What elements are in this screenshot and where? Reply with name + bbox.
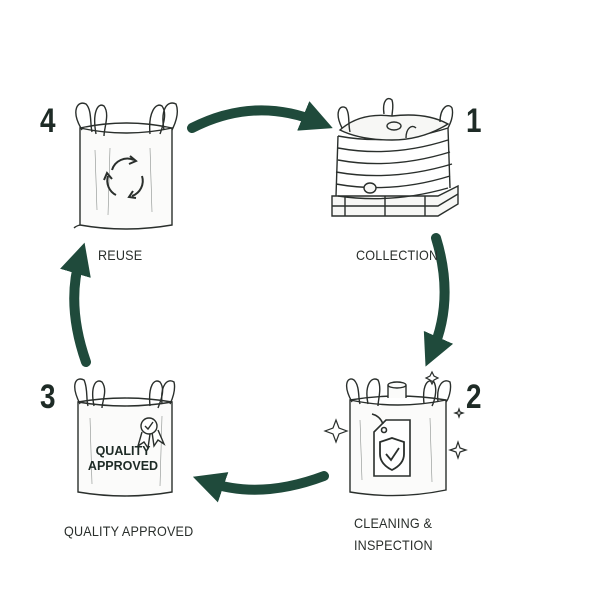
step-label-cleaning-line1: CLEANING & [354,515,433,531]
award-ribbon-icon [136,417,166,450]
step-label-reuse: REUSE [98,247,143,263]
cycle-arrows [60,101,454,503]
shield-check-icon [379,437,405,472]
arrow-collection-to-cleaning [423,233,454,367]
collection-stack [331,97,459,217]
arrow-quality-to-reuse [60,242,91,367]
sparkle-icon [323,370,468,460]
reuse-bag [73,102,179,230]
step-number-2: 2 [466,378,482,416]
step-number-1: 1 [466,102,482,140]
step-label-quality-approved: QUALITY APPROVED [64,523,194,539]
step-number-3: 3 [40,378,56,416]
recycle-icon [103,155,144,199]
step-number-4: 4 [40,102,56,140]
step-label-cleaning-line2: INSPECTION [354,537,433,553]
arrow-cleaning-to-quality [192,471,329,503]
step-label-collection: COLLECTION [356,247,439,263]
bag-text-line2: APPROVED [88,459,158,473]
bag-text-line1: QUALITY [96,444,152,458]
arrow-reuse-to-collection [187,101,333,133]
